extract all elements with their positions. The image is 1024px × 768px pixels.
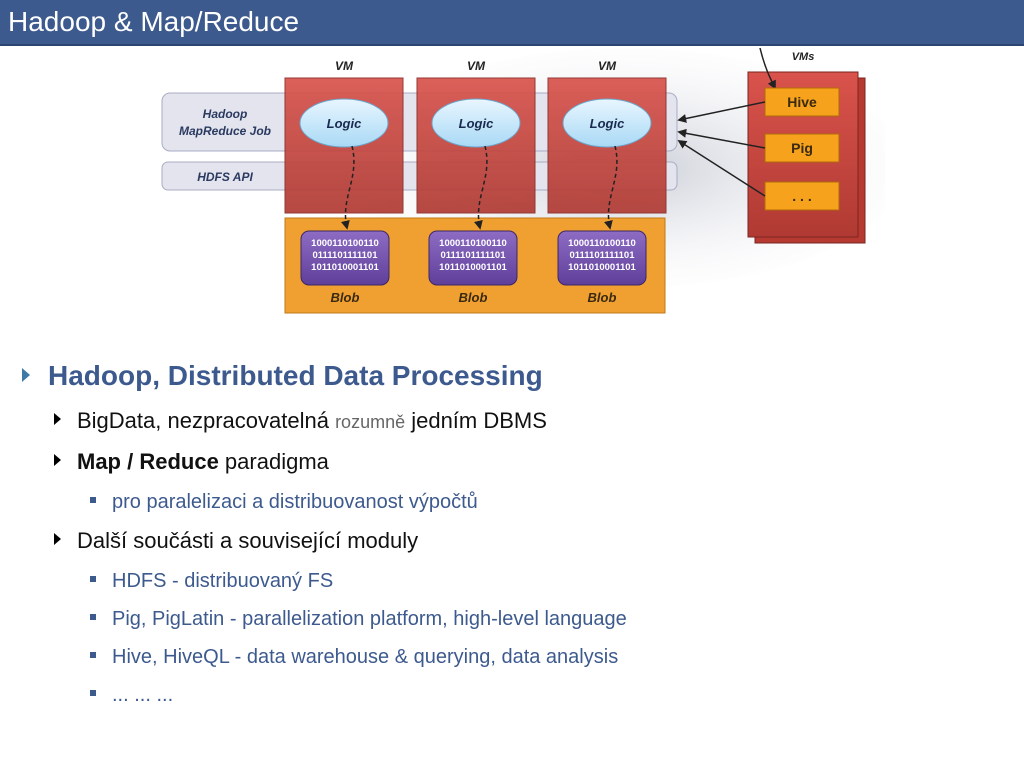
tool-hive: Hive: [787, 94, 817, 110]
arrow-bullet-icon: [54, 454, 61, 467]
logic-label-2: Logic: [459, 116, 494, 131]
square-bullet-icon: [90, 689, 96, 696]
blob-1-bits-1: 1000110100110: [311, 238, 379, 249]
hadoop-diagram: Hadoop MapReduce Job HDFS API VM Logic V…: [155, 47, 905, 318]
sub-bullet-hive: Hive, HiveQL - data warehouse & querying…: [90, 646, 618, 669]
blob-3: 1000110100110 0111101111101 101101000110…: [557, 230, 647, 305]
hdfs-api-label: HDFS API: [197, 170, 253, 184]
logic-label-1: Logic: [327, 116, 362, 131]
blob-3-bits-1: 1000110100110: [568, 238, 636, 249]
sub-bullet-parallel: pro paralelizaci a distribuovanost výpoč…: [90, 491, 478, 514]
blob-1: 1000110100110 0111101111101 101101000110…: [300, 230, 390, 305]
bullet-main: Hadoop, Distributed Data Processing: [22, 360, 543, 392]
blob-2: 1000110100110 0111101111101 101101000110…: [428, 230, 518, 305]
job-label-1: Hadoop: [203, 107, 248, 121]
blob-3-bits-3: 1011010001101: [568, 262, 636, 273]
bullet-bigdata: BigData, nezpracovatelná rozumně jedním …: [54, 408, 547, 434]
hive-box: [764, 87, 840, 117]
tool-more: . . .: [792, 188, 811, 204]
sub-bullet-pig: Pig, PigLatin - parallelization platform…: [90, 608, 627, 631]
blob-1-bits-3: 1011010001101: [311, 262, 379, 273]
arrow-bullet-icon: [22, 367, 30, 382]
vm-label-2: VM: [467, 59, 486, 73]
square-bullet-icon: [90, 613, 96, 620]
vms-stack: VMs Hive Pig . . .: [747, 47, 866, 244]
blob-3-label: Blob: [588, 290, 617, 305]
vm-column-2: VM Logic: [416, 59, 536, 230]
arrow-bullet-icon: [54, 533, 61, 546]
blob-1-label: Blob: [331, 290, 360, 305]
sub-bullet-hdfs: HDFS - distribuovaný FS: [90, 570, 333, 593]
arrow-bullet-icon: [54, 413, 61, 426]
vms-label: VMs: [792, 51, 815, 63]
blob-2-bits-3: 1011010001101: [439, 262, 507, 273]
square-bullet-icon: [90, 651, 96, 658]
more-tools-box: [764, 181, 840, 211]
blob-2-label: Blob: [459, 290, 488, 305]
pig-box: [764, 133, 840, 163]
blob-3-bits-2: 0111101111101: [569, 250, 635, 261]
square-bullet-icon: [90, 575, 96, 582]
blob-1-bits-2: 0111101111101: [312, 250, 378, 261]
logic-label-3: Logic: [590, 116, 625, 131]
vm-column-3: VM Logic: [547, 59, 667, 230]
vm-label-3: VM: [598, 59, 617, 73]
slide-title: Hadoop & Map/Reduce: [8, 6, 300, 37]
tool-pig: Pig: [791, 140, 813, 156]
bullet-modules: Další součásti a související moduly: [54, 528, 418, 554]
blob-2-bits-1: 1000110100110: [439, 238, 507, 249]
blob-2-bits-2: 0111101111101: [440, 250, 506, 261]
vm-label-1: VM: [335, 59, 354, 73]
sub-bullet-more: ... ... ...: [90, 684, 173, 707]
job-label-2: MapReduce Job: [179, 124, 271, 138]
slide-title-bar: Hadoop & Map/Reduce: [0, 0, 1024, 46]
square-bullet-icon: [90, 496, 96, 503]
vm-column-1: VM Logic: [284, 59, 404, 230]
bullet-mapreduce: Map / Reduce paradigma: [54, 449, 329, 475]
